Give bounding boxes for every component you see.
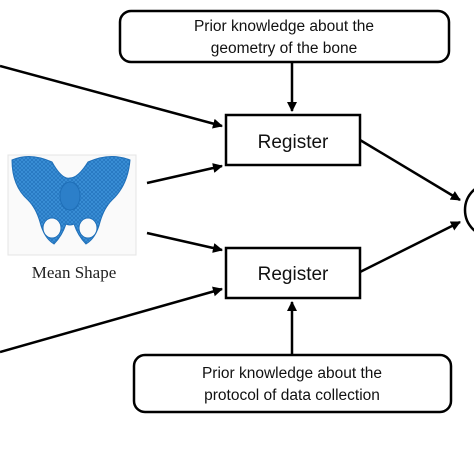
- mean-shape-label: Mean Shape: [32, 263, 117, 282]
- arrow-mean-shape-to-register-top: [146, 163, 223, 185]
- prior-protocol-line1: Prior knowledge about the: [202, 365, 382, 382]
- register-box-top: Register: [224, 113, 362, 167]
- arrow-input-to-register-bottom: [0, 286, 223, 354]
- register-box-bottom: Register: [224, 246, 362, 300]
- register-bottom-label: Register: [258, 264, 329, 285]
- pelvis-bone-mesh-icon: [7, 154, 137, 256]
- arrow-input-to-register-top: [0, 64, 223, 129]
- prior-knowledge-protocol-box: Prior knowledge about the protocol of da…: [132, 353, 453, 414]
- prior-geometry-line2: geometry of the bone: [211, 40, 358, 57]
- output-node-circle: [463, 188, 474, 232]
- prior-geometry-line1: Prior knowledge about the: [194, 18, 374, 35]
- prior-knowledge-geometry-box: Prior knowledge about the geometry of th…: [118, 9, 451, 64]
- register-top-label: Register: [258, 132, 329, 153]
- arrow-register-top-to-output: [359, 138, 461, 202]
- arrow-mean-shape-to-register-bottom: [146, 231, 223, 253]
- prior-protocol-line2: protocol of data collection: [204, 387, 380, 404]
- arrow-register-bottom-to-output: [359, 220, 461, 274]
